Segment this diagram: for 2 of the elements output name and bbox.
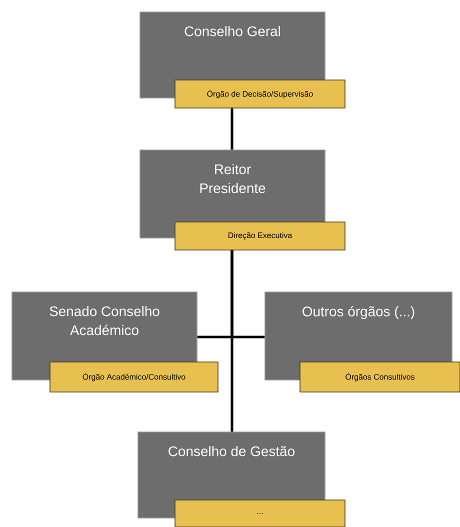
connector-line	[230, 250, 234, 432]
connector-line	[230, 108, 234, 150]
